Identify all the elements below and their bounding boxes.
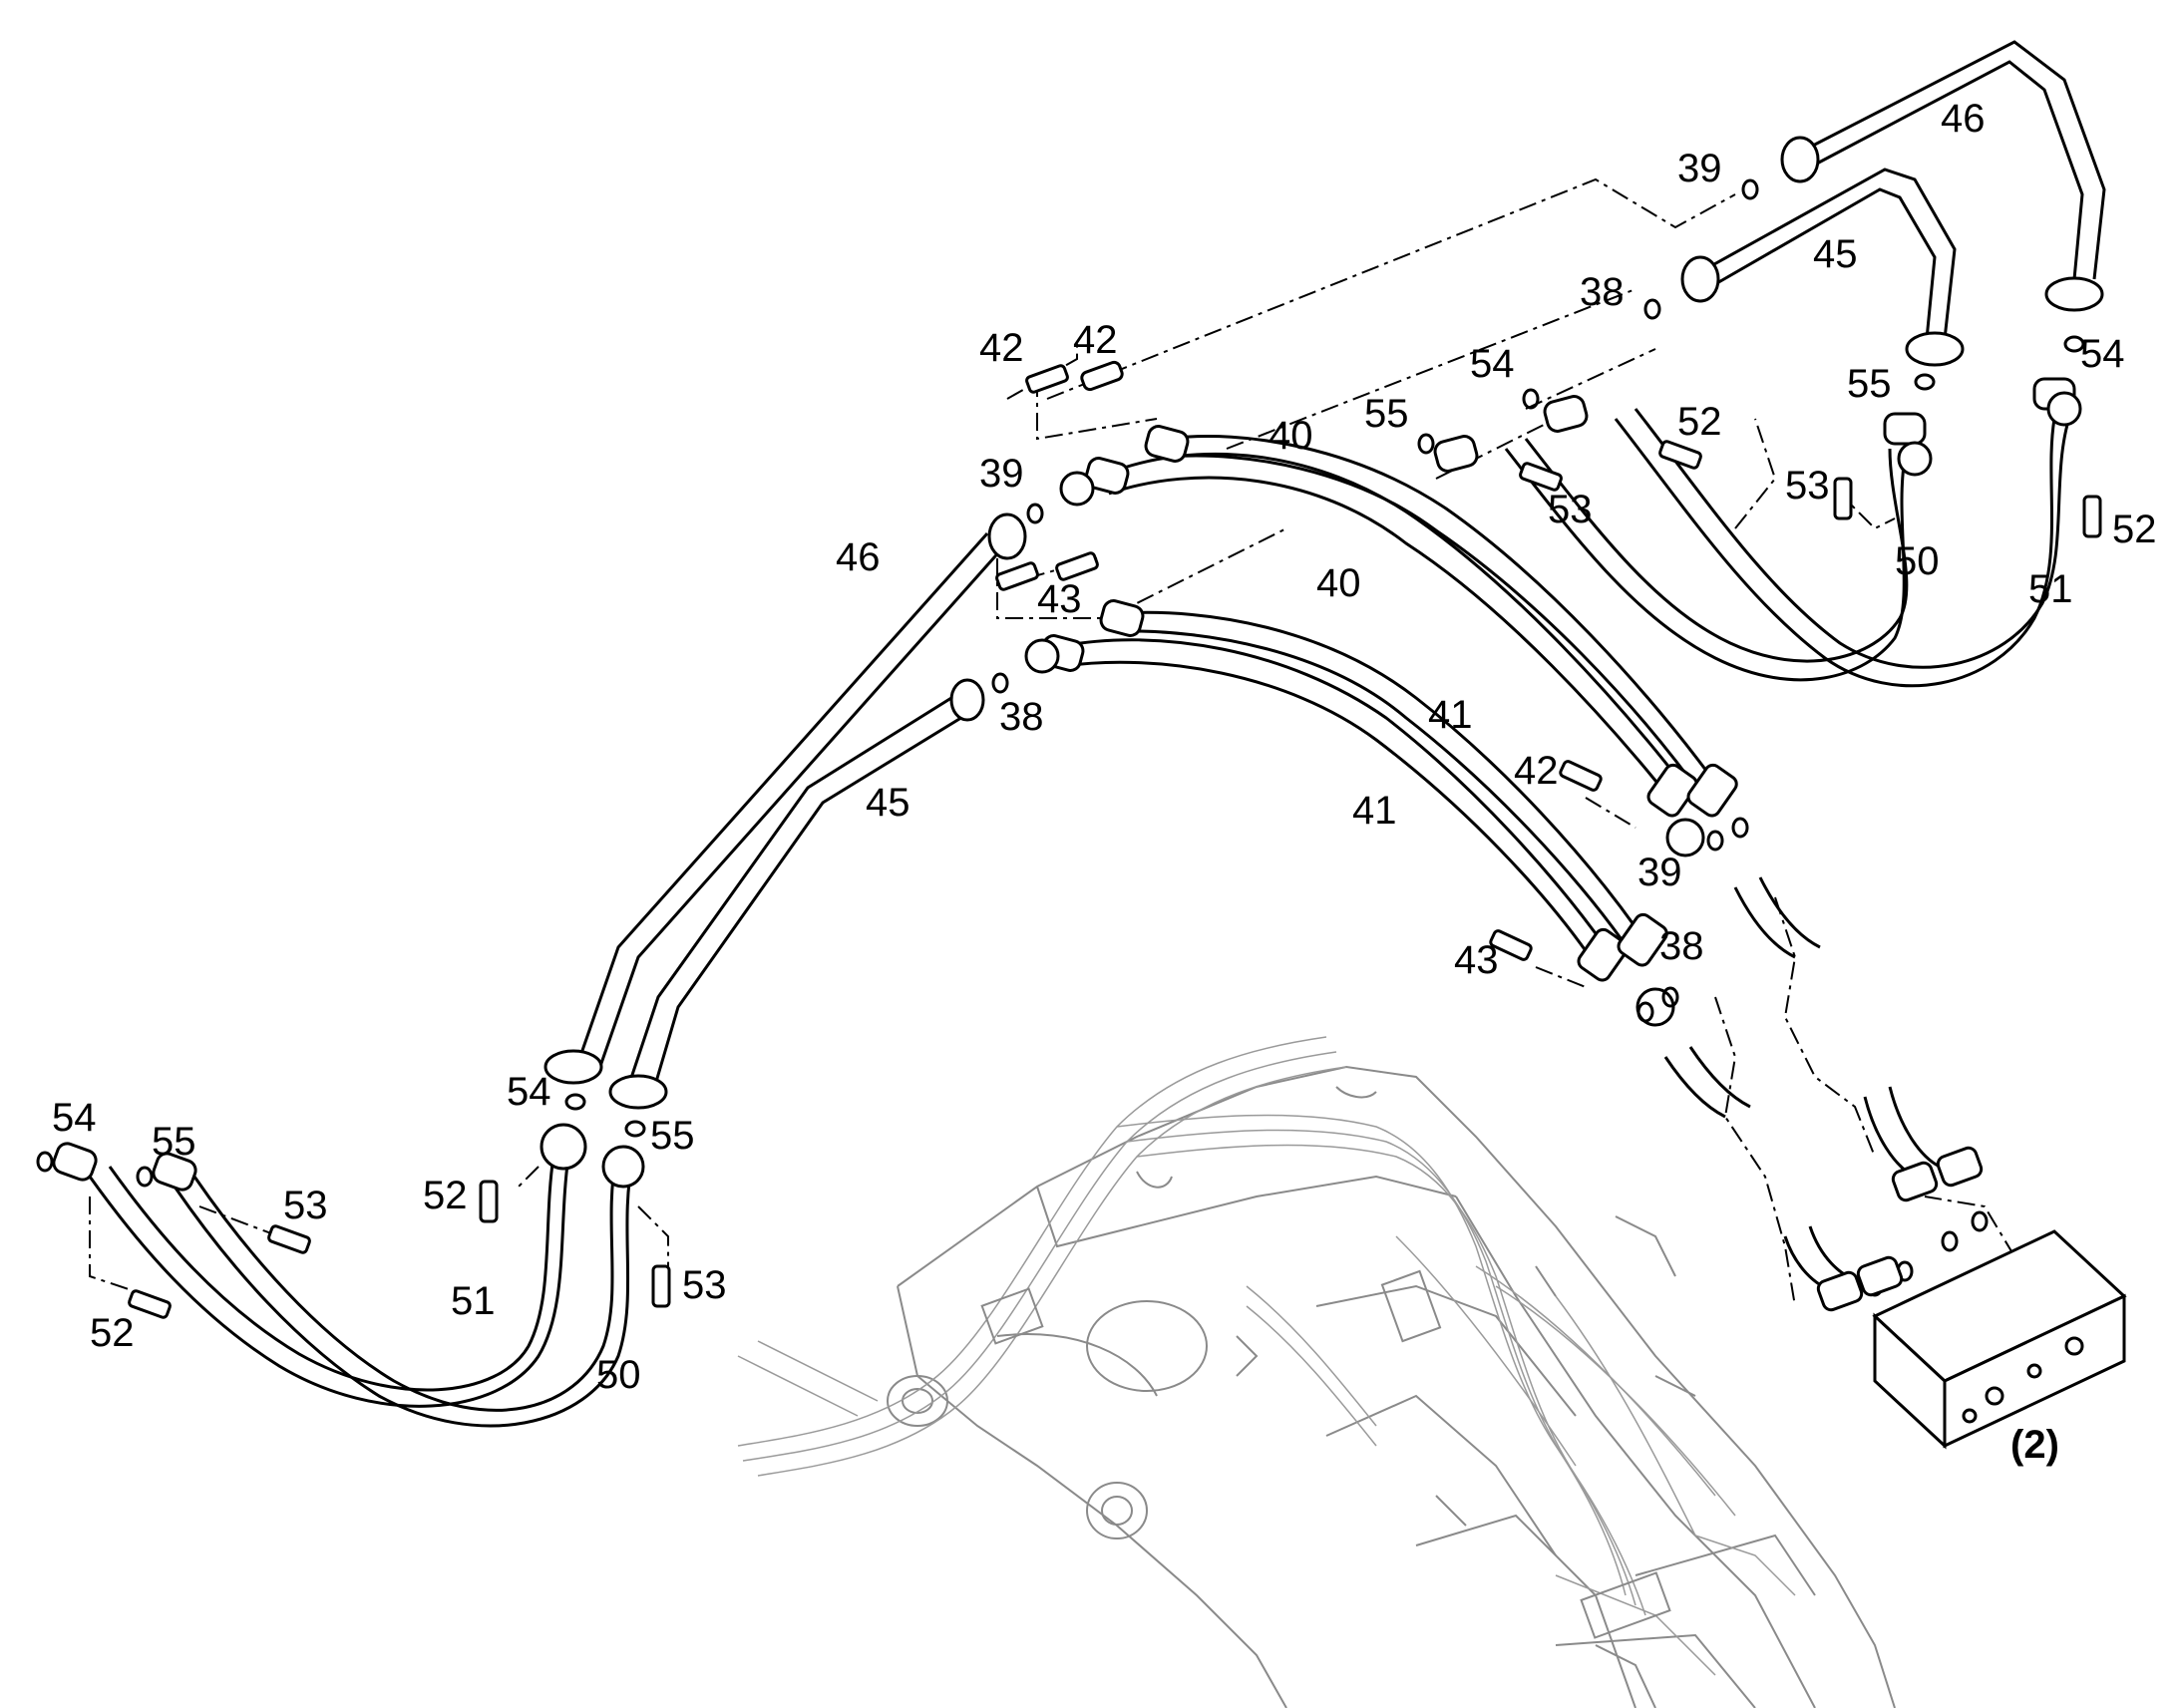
callout-55-left-mid: 55 <box>650 1114 695 1158</box>
callout-52-right-top: 52 <box>1677 400 1722 444</box>
callout-46-right: 46 <box>1941 97 1986 141</box>
callout-39-mid: 39 <box>1637 851 1682 894</box>
callout-55-right-top: 55 <box>1364 392 1409 436</box>
callout-50-left-mid: 50 <box>596 1353 641 1397</box>
manifold-block <box>1872 1229 2127 1450</box>
callout-42-mid: 42 <box>1514 749 1559 793</box>
callout-51-left-mid: 51 <box>451 1279 496 1323</box>
callout-53-left: 53 <box>283 1184 328 1227</box>
callout-51-right: 51 <box>2028 567 2073 611</box>
hose-50-51-left <box>52 1123 645 1428</box>
callout-labels: 46 39 45 38 43 42 42 40 40 41 41 42 39 4… <box>52 97 2157 1467</box>
callout-50-right: 50 <box>1895 539 1940 583</box>
callout-39-right: 39 <box>1677 147 1722 190</box>
pipe-45-left <box>608 678 985 1110</box>
o-rings <box>36 178 2085 1297</box>
callout-54-right: 54 <box>2080 332 2125 376</box>
pipe-46-left <box>544 512 1027 1085</box>
boom-structure-background <box>887 1065 1896 1708</box>
callout-42-top-b: 42 <box>1073 318 1118 362</box>
pipe-46-right <box>1780 40 2106 312</box>
callout-41-top: 41 <box>1428 693 1473 737</box>
callout-52-left-mid: 52 <box>423 1174 468 1217</box>
callout-38-right: 38 <box>1580 270 1625 314</box>
installed-hose-bundle-background <box>737 1036 1796 1676</box>
callout-42-top-a: 42 <box>979 326 1024 370</box>
callout-55-right: 55 <box>1847 362 1892 406</box>
callout-38-mid: 38 <box>1659 924 1704 968</box>
callout-53-right-top: 53 <box>1548 488 1593 531</box>
callout-54-right-top: 54 <box>1470 342 1515 386</box>
callout-41-bottom: 41 <box>1352 789 1397 833</box>
callout-45-left: 45 <box>866 781 910 825</box>
fittings <box>1024 391 2082 1027</box>
hose-50-51-right <box>1433 377 2076 688</box>
hose-40-pair <box>1084 425 1738 818</box>
callout-54-left: 54 <box>52 1096 97 1140</box>
callout-40-bottom: 40 <box>1316 561 1361 605</box>
callout-46-left: 46 <box>836 535 881 579</box>
callout-43-mid: 43 <box>1454 938 1499 982</box>
callout-40-top: 40 <box>1269 414 1313 458</box>
pipe-45-right <box>1680 168 1965 367</box>
callout-45-right: 45 <box>1813 232 1858 276</box>
callout-52-left: 52 <box>90 1311 135 1355</box>
callout-55-left: 55 <box>152 1120 196 1164</box>
callout-54-left-mid: 54 <box>507 1070 551 1114</box>
reference-2-label: (2) <box>2010 1423 2059 1467</box>
manifold-connection-hoses <box>1663 876 1984 1312</box>
callout-53-left-mid: 53 <box>682 1263 727 1307</box>
callout-53-right: 53 <box>1785 464 1830 508</box>
leader-lines <box>89 177 2015 1307</box>
callout-39-left: 39 <box>979 452 1024 496</box>
callout-52-right: 52 <box>2112 508 2157 551</box>
callout-43-left: 43 <box>1037 577 1082 621</box>
bolts <box>128 360 2102 1319</box>
callout-38-left: 38 <box>999 695 1044 739</box>
